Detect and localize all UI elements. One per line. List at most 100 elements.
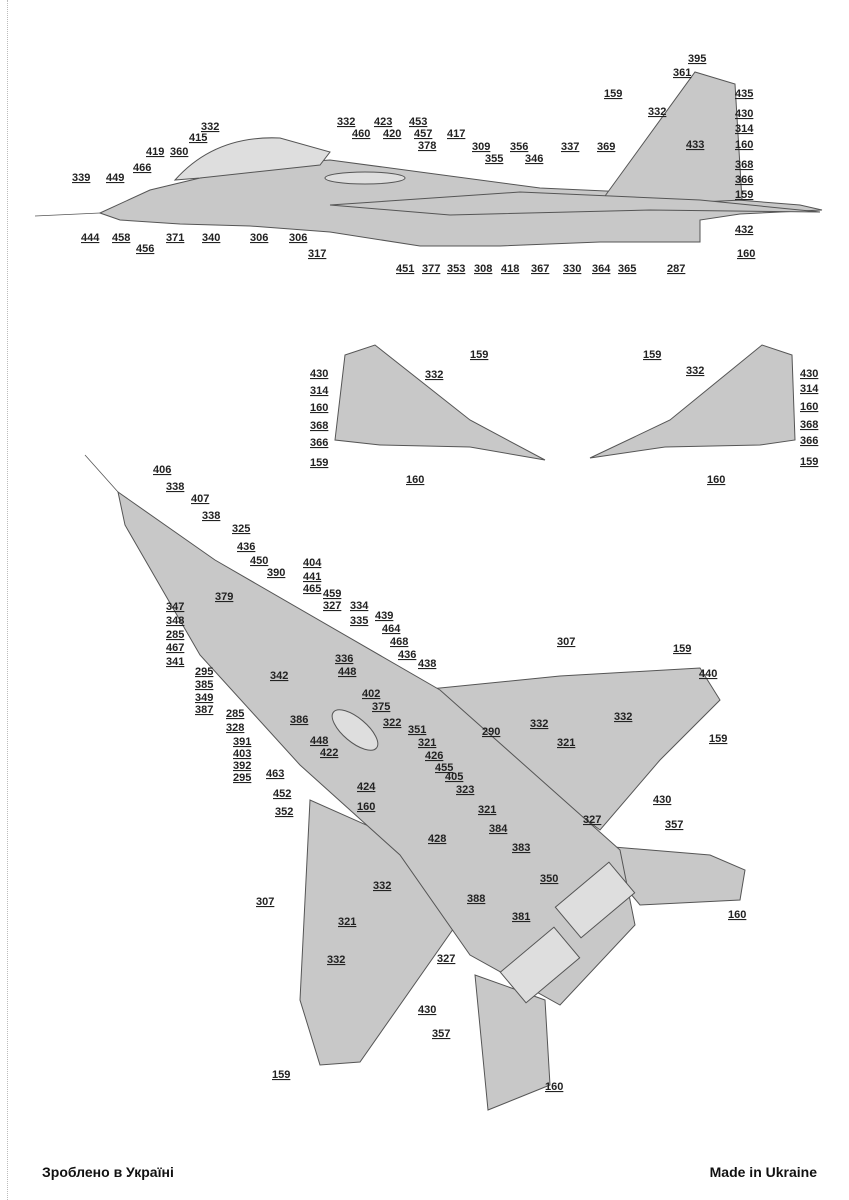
decal-number-label: 456 [136,243,154,255]
decal-number-label: 325 [232,523,250,535]
decal-number-label: 430 [653,794,671,806]
decal-number-label: 390 [267,567,285,579]
decal-number-label: 337 [561,141,579,153]
engine-nozzle-left [499,926,581,1004]
decal-number-label: 432 [735,224,753,236]
decal-number-label: 321 [338,916,356,928]
decal-number-label: 403 [233,748,251,760]
decal-number-label: 159 [709,733,727,745]
decal-number-label: 332 [686,365,704,377]
decal-number-label: 314 [800,383,819,395]
decal-number-label: 366 [800,435,818,447]
decal-number-label: 332 [373,880,391,892]
decal-number-label: 353 [447,263,465,275]
decal-number-label: 448 [338,666,356,678]
decal-number-label: 159 [735,189,753,201]
decal-number-label: 330 [563,263,581,275]
decal-number-label: 420 [383,128,401,140]
decal-number-label: 415 [189,132,207,144]
decal-number-label: 430 [310,368,328,380]
decal-number-label: 458 [112,232,130,244]
decal-number-label: 453 [409,116,427,128]
decal-number-label: 290 [482,726,500,738]
canopy [173,137,331,181]
decal-number-label: 160 [406,474,424,486]
decal-number-label: 436 [398,649,416,661]
decal-number-label: 466 [133,162,151,174]
decal-number-label: 287 [667,263,685,275]
decal-number-label: 450 [250,555,268,567]
decal-number-label: 295 [195,666,213,678]
decal-number-label: 455 [435,762,453,774]
decal-number-label: 459 [323,588,341,600]
decal-number-label: 439 [375,610,393,622]
plan-left-stabilizer [474,974,551,1111]
decal-number-label: 346 [525,153,543,165]
decal-number-label: 430 [800,368,818,380]
decal-number-label: 336 [335,653,353,665]
decal-number-label: 391 [233,736,251,748]
decal-number-label: 384 [489,823,508,835]
plan-pitot-probe [84,454,119,493]
decal-number-label: 159 [310,457,328,469]
decal-number-label: 433 [686,139,704,151]
decal-number-label: 407 [191,493,209,505]
decal-number-label: 321 [418,737,436,749]
decal-number-label: 428 [428,833,446,845]
decal-number-label: 418 [501,263,519,275]
decal-number-label: 160 [357,801,375,813]
decal-number-label: 349 [195,692,213,704]
decal-number-label: 452 [273,788,291,800]
decal-number-label: 348 [166,615,184,627]
decal-number-label: 332 [201,121,219,133]
decal-number-label: 457 [414,128,432,140]
decal-number-label: 306 [289,232,307,244]
decal-number-label: 460 [352,128,370,140]
decal-number-label: 332 [327,954,345,966]
plan-view-aircraft [84,454,746,1111]
decal-number-label: 379 [215,591,233,603]
decal-number-label: 436 [237,541,255,553]
decal-number-label: 357 [432,1028,450,1040]
decal-number-label: 383 [512,842,530,854]
decal-number-label: 159 [643,349,661,361]
decal-number-label: 160 [800,401,818,413]
decal-number-label: 449 [106,172,124,184]
decal-number-label: 419 [146,146,164,158]
footer-made-in-ukraine-en: Made in Ukraine [709,1164,817,1180]
decal-number-label: 423 [374,116,392,128]
decal-number-label: 444 [81,232,100,244]
decal-number-label: 308 [474,263,492,275]
left-wing-top-view [334,344,546,461]
decal-number-label: 332 [648,106,666,118]
decal-number-label: 306 [250,232,268,244]
decal-number-label: 405 [445,771,463,783]
decal-number-label: 467 [166,642,184,654]
decal-number-label: 307 [256,896,274,908]
decal-number-label: 160 [707,474,725,486]
decal-number-label: 360 [170,146,188,158]
decal-number-label: 159 [470,349,488,361]
decal-number-label: 426 [425,750,443,762]
decal-number-label: 159 [604,88,622,100]
decal-number-label: 356 [510,141,528,153]
decal-number-label: 435 [735,88,753,100]
decal-number-label: 285 [166,629,184,641]
decal-number-label: 327 [437,953,455,965]
decal-number-label: 440 [699,668,717,680]
decal-number-label: 309 [472,141,490,153]
decal-number-label: 395 [688,53,706,65]
decal-number-label: 430 [735,108,753,120]
decal-number-label: 387 [195,704,213,716]
decal-number-label: 417 [447,128,465,140]
decal-number-label: 295 [233,772,251,784]
decal-number-label: 160 [310,402,328,414]
decal-number-label: 314 [310,385,329,397]
decal-number-label: 160 [545,1081,563,1093]
decal-number-label: 392 [233,760,251,772]
decal-number-label: 361 [673,67,691,79]
decal-number-label: 338 [202,510,220,522]
decal-number-label: 159 [800,456,818,468]
decal-number-label: 322 [383,717,401,729]
